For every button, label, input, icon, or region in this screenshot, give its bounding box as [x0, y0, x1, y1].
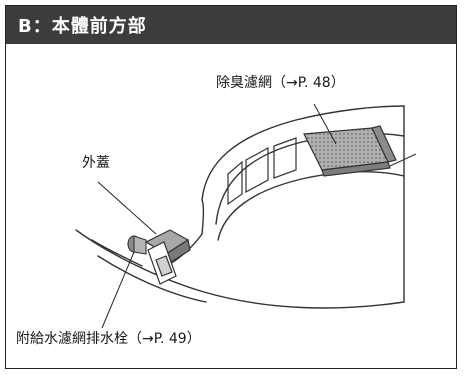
section-title: B：本體前方部 [18, 16, 147, 37]
drain-plug-graphic [127, 235, 147, 255]
appliance-illustration [75, 103, 417, 329]
deodorizing-filter-label: 除臭濾網（→P. 48） [216, 75, 345, 91]
appliance-body [75, 105, 405, 309]
band-windows [227, 137, 297, 206]
section-header: B：本體前方部 [6, 6, 456, 44]
diagram-frame: B：本體前方部 [5, 5, 457, 369]
outer-cover-graphic [144, 229, 191, 285]
outer-cover-label: 外蓋 [82, 155, 110, 171]
leader-lines [97, 103, 337, 329]
drain-plug-label: 附給水濾網排水栓（→P. 49） [16, 331, 201, 347]
deodorizing-filter-graphic [303, 125, 417, 177]
